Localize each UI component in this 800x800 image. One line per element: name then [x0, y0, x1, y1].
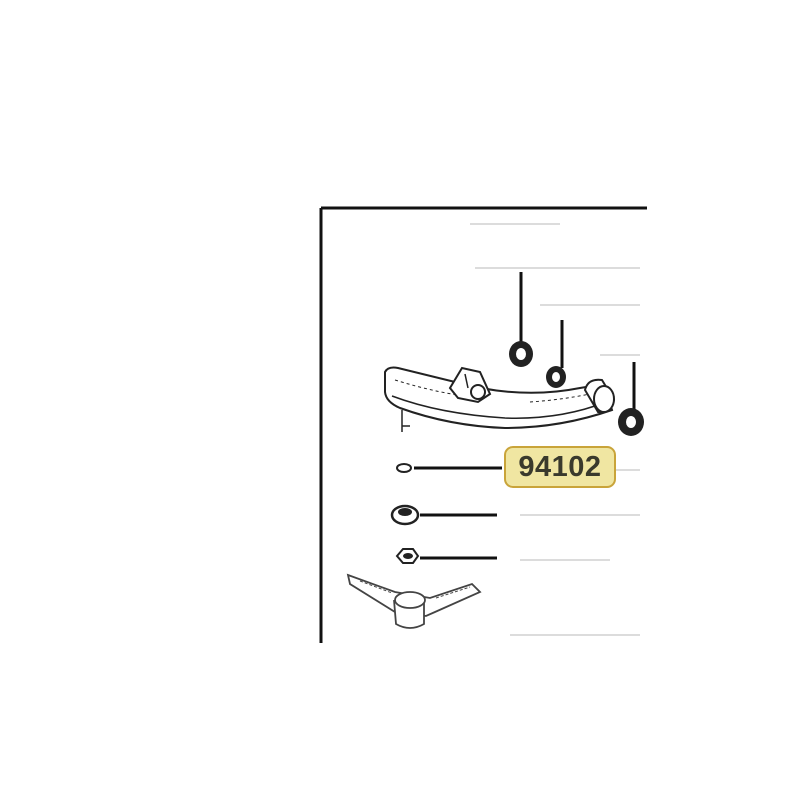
part-number-callout[interactable]: 94102 [504, 446, 616, 488]
faded-background-marks [470, 223, 640, 636]
bushing-upper-middle [546, 320, 566, 388]
control-arm [384, 366, 614, 432]
small-washer-94102 [396, 463, 502, 473]
lower-idler-arm [346, 573, 482, 629]
bushing-upper-left [509, 272, 533, 367]
bushing-right [618, 362, 644, 436]
spacer-bushing [390, 504, 497, 526]
arm-sleeve [583, 378, 616, 414]
arm-mount-bracket [448, 366, 492, 404]
lock-nut [395, 548, 497, 564]
diagram-frame [319, 206, 647, 643]
